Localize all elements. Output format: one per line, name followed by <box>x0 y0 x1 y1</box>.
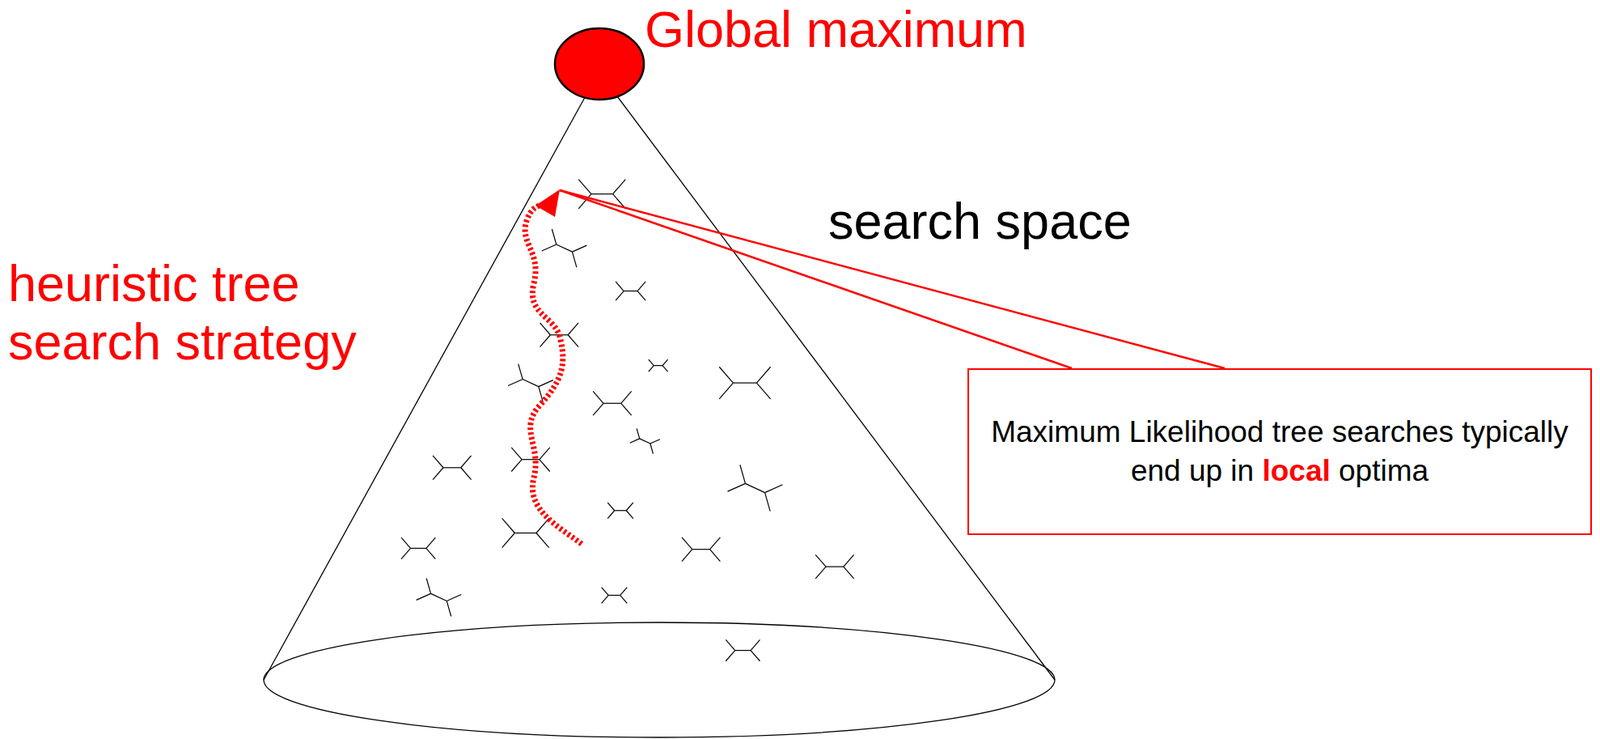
tree-glyph <box>725 639 760 661</box>
tree-glyph <box>648 359 669 372</box>
tree-glyph <box>507 364 554 403</box>
callout-box: Maximum Likelihood tree searches typical… <box>967 368 1592 535</box>
tree-glyph <box>615 281 646 301</box>
tree-glyph <box>511 447 551 472</box>
global-maximum-dot <box>554 28 644 100</box>
callout-leader <box>559 190 1225 369</box>
tree-glyph <box>815 554 855 579</box>
tree-glyph <box>601 587 628 604</box>
tree-glyph <box>416 577 462 616</box>
tree-glyph <box>728 464 784 511</box>
region-label: search space <box>828 191 1132 250</box>
tree-glyph <box>681 537 721 562</box>
tree-glyph <box>607 502 634 519</box>
tree-glyph <box>541 228 588 267</box>
tree-glyph <box>432 455 472 480</box>
search-path <box>524 200 582 544</box>
tree-glyph <box>630 427 661 453</box>
strategy-label: heuristic tree search strategy <box>8 253 389 372</box>
callout-text: Maximum Likelihood tree searches typical… <box>969 412 1591 491</box>
cone-outline <box>263 76 1055 737</box>
tree-glyph <box>502 517 550 547</box>
tree-glyph <box>401 537 436 559</box>
tree-glyph <box>592 390 632 415</box>
heading-label: Global maximum <box>644 0 1028 59</box>
search-arrowhead <box>535 189 560 217</box>
tree-glyph <box>719 366 771 399</box>
